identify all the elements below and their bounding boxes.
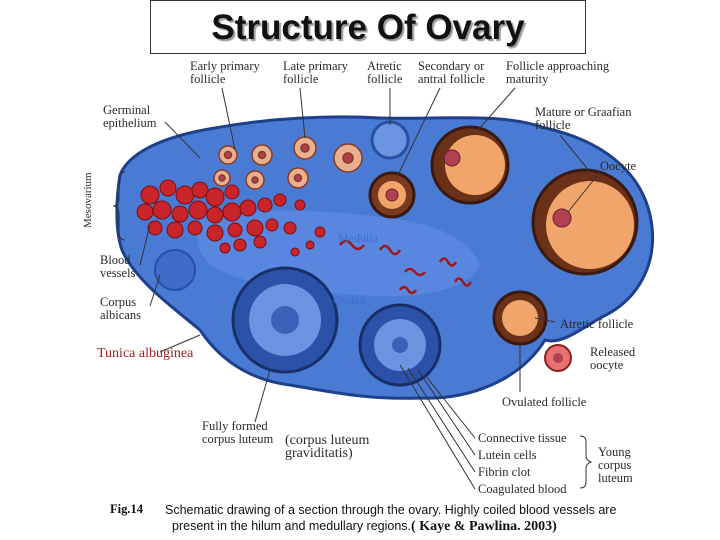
label-follicle-approaching-maturity: Follicle approaching maturity: [506, 59, 610, 86]
label-early-primary-follicle: Early primary follicle: [190, 59, 260, 86]
label-germinal-epithelium: Germinal epithelium: [103, 103, 157, 130]
label-fibrin-clot: Fibrin clot: [478, 465, 531, 479]
mesovarium-bracket: [112, 171, 126, 241]
label-secondary-antral-follicle: Secondary or antral follicle: [418, 59, 485, 86]
label-blood-vessels: Blood vessels: [100, 253, 136, 280]
page-title: Structure Of Ovary: [211, 8, 525, 47]
ovulated-follicle-shape: [492, 290, 548, 346]
label-lutein-cells: Lutein cells: [478, 448, 537, 462]
atretic-follicle-top-shape: [370, 120, 410, 160]
label-corpus-luteum-graviditatis: (corpus luteum graviditatis): [285, 433, 370, 461]
medullary-coils: [339, 239, 473, 295]
label-young-corpus-luteum: Young corpus luteum: [598, 445, 633, 485]
graafian-follicle-shape: [531, 168, 639, 276]
corpus-albicans-shape: [154, 249, 196, 291]
blood-vessels: [136, 179, 326, 257]
label-atretic-follicle-right: Atretic follicle: [560, 317, 634, 331]
label-connective-tissue: Connective tissue: [478, 431, 567, 445]
label-corpus-albicans: Corpus albicans: [100, 295, 141, 322]
primary-follicles: [213, 136, 363, 190]
corpus-luteum-large: [231, 266, 339, 374]
caption-line2-wrap: present in the hilum and medullary regio…: [172, 519, 557, 535]
label-released-oocyte: Released oocyte: [590, 345, 636, 372]
label-tunica-albuginea: Tunica albuginea: [97, 346, 194, 361]
label-coagulated-blood: Coagulated blood: [478, 482, 567, 496]
label-fully-formed-corpus-luteum: Fully formed corpus luteum: [202, 419, 274, 446]
label-oocyte: Oocyte: [600, 159, 637, 173]
corpus-luteum-young: [358, 303, 442, 387]
label-mesovarium: Mesovarium: [82, 172, 94, 228]
caption-line1: Schematic drawing of a section through t…: [165, 503, 617, 517]
label-ovulated-follicle: Ovulated follicle: [502, 395, 587, 409]
label-medulla: Medulla: [338, 231, 378, 245]
label-atretic-follicle-top: Atretic follicle: [367, 59, 403, 86]
released-oocyte-shape: [544, 344, 572, 372]
label-late-primary-follicle: Late primary follicle: [283, 59, 348, 86]
caption-fig-number: Fig.14: [110, 502, 143, 516]
leader-lines: [139, 87, 601, 490]
label-mature-graafian-follicle: Mature or Graafian follicle: [535, 105, 632, 132]
caption-reference: ( Kaye & Pawlina. 2003): [411, 519, 557, 534]
caption-line2: present in the hilum and medullary regio…: [172, 519, 412, 533]
caption-fig: Fig.14: [110, 502, 143, 517]
young-cl-bracket: [579, 435, 593, 489]
title-box: Structure Of Ovary: [150, 0, 586, 54]
label-cortex: Cortex: [333, 293, 366, 307]
maturing-follicle-shape: [430, 125, 510, 205]
antral-follicle-shape: [368, 171, 416, 219]
